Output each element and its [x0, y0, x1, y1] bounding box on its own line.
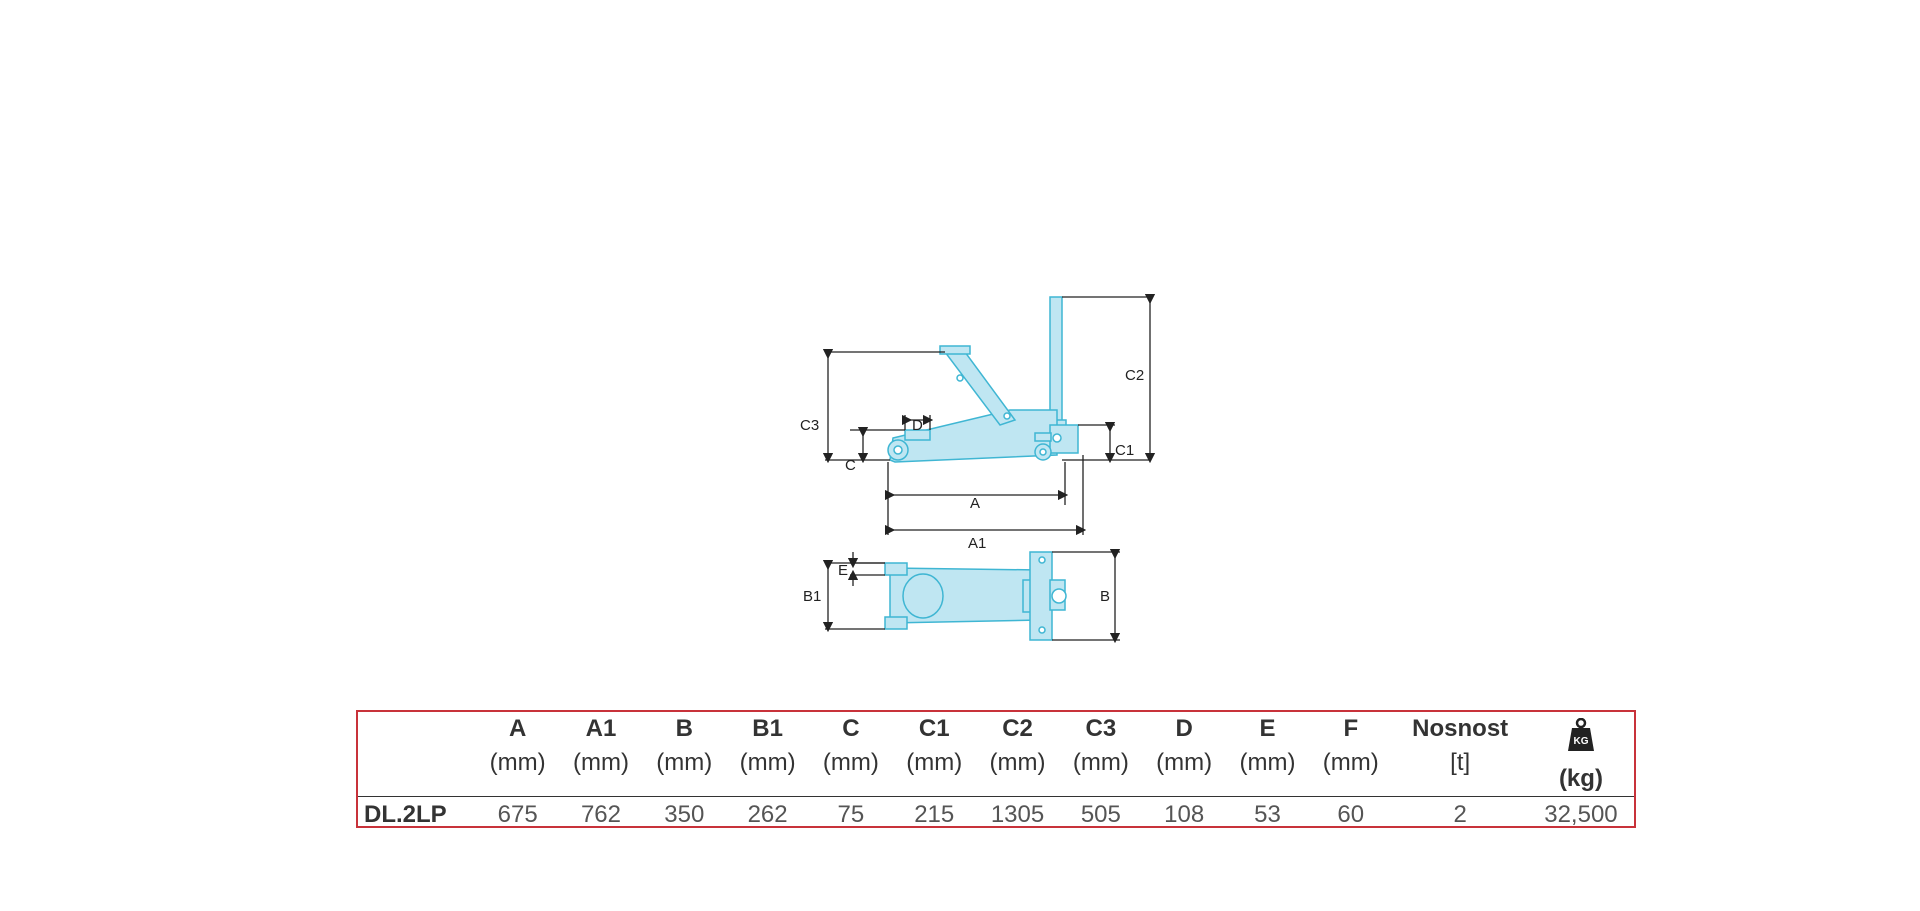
cell-weight: 32,500 [1544, 801, 1618, 828]
col-header-a1: A1(mm) [572, 715, 629, 776]
label-c3: C3 [800, 417, 819, 434]
col-header-b: B(mm) [656, 715, 713, 776]
label-b1: B1 [803, 588, 821, 605]
col-header-b1: B1(mm) [739, 715, 796, 776]
side-dimensions [822, 293, 1156, 536]
jack-diagram: C2 C1 C3 C D A A1 B B1 E [800, 293, 1156, 644]
cell-a1: 762 [580, 801, 621, 828]
col-header-d: D(mm) [1156, 715, 1213, 776]
label-c1: C1 [1115, 442, 1134, 459]
cell-f: 60 [1337, 801, 1365, 828]
top-dimensions [822, 548, 1121, 644]
cell-c1: 215 [914, 801, 955, 828]
label-a: A [970, 495, 980, 512]
col-header-nosnost: Nosnost[t] [1412, 715, 1509, 776]
col-header-a: A(mm) [489, 715, 546, 776]
side-dimension-labels: C2 C1 C3 C D A A1 [800, 367, 1144, 552]
col-header-weight: KG (kg) [1528, 712, 1634, 797]
table-row: DL.2LP 675 762 350 262 75 215 1305 505 1… [358, 797, 1634, 834]
cell-b1: 262 [747, 801, 788, 828]
spec-table: A(mm) A1(mm) B(mm) B1(mm) C(mm) C1(mm) C… [356, 710, 1636, 828]
label-e: E [838, 562, 848, 579]
cell-b: 350 [664, 801, 705, 828]
col-header-f: F(mm) [1322, 715, 1379, 776]
label-c2: C2 [1125, 367, 1144, 384]
label-a1: A1 [968, 535, 986, 552]
cell-c2: 1305 [990, 801, 1045, 828]
cell-c3: 505 [1080, 801, 1121, 828]
table-header-row: A(mm) A1(mm) B(mm) B1(mm) C(mm) C1(mm) C… [358, 712, 1634, 797]
svg-text:KG: KG [1573, 736, 1588, 747]
label-d: D [912, 417, 923, 434]
top-dimension-labels: B B1 E [803, 562, 1110, 605]
cell-e: 53 [1254, 801, 1281, 828]
col-header-model [358, 712, 476, 797]
jack-side-view [887, 296, 1079, 463]
cell-model: DL.2LP [364, 801, 447, 828]
cell-c: 75 [837, 801, 865, 828]
cell-nosnost: 2 [1453, 801, 1467, 828]
label-b: B [1100, 588, 1110, 605]
col-header-e: E(mm) [1239, 715, 1296, 776]
jack-top-view [884, 551, 1067, 641]
col-header-c: C(mm) [822, 715, 879, 776]
cell-a: 675 [497, 801, 538, 828]
cell-d: 108 [1164, 801, 1205, 828]
col-header-c1: C1(mm) [906, 715, 963, 776]
weight-kg-icon: KG [1567, 718, 1594, 751]
col-header-c3: C3(mm) [1072, 715, 1129, 776]
label-c: C [845, 457, 856, 474]
col-header-c2: C2(mm) [989, 715, 1046, 776]
